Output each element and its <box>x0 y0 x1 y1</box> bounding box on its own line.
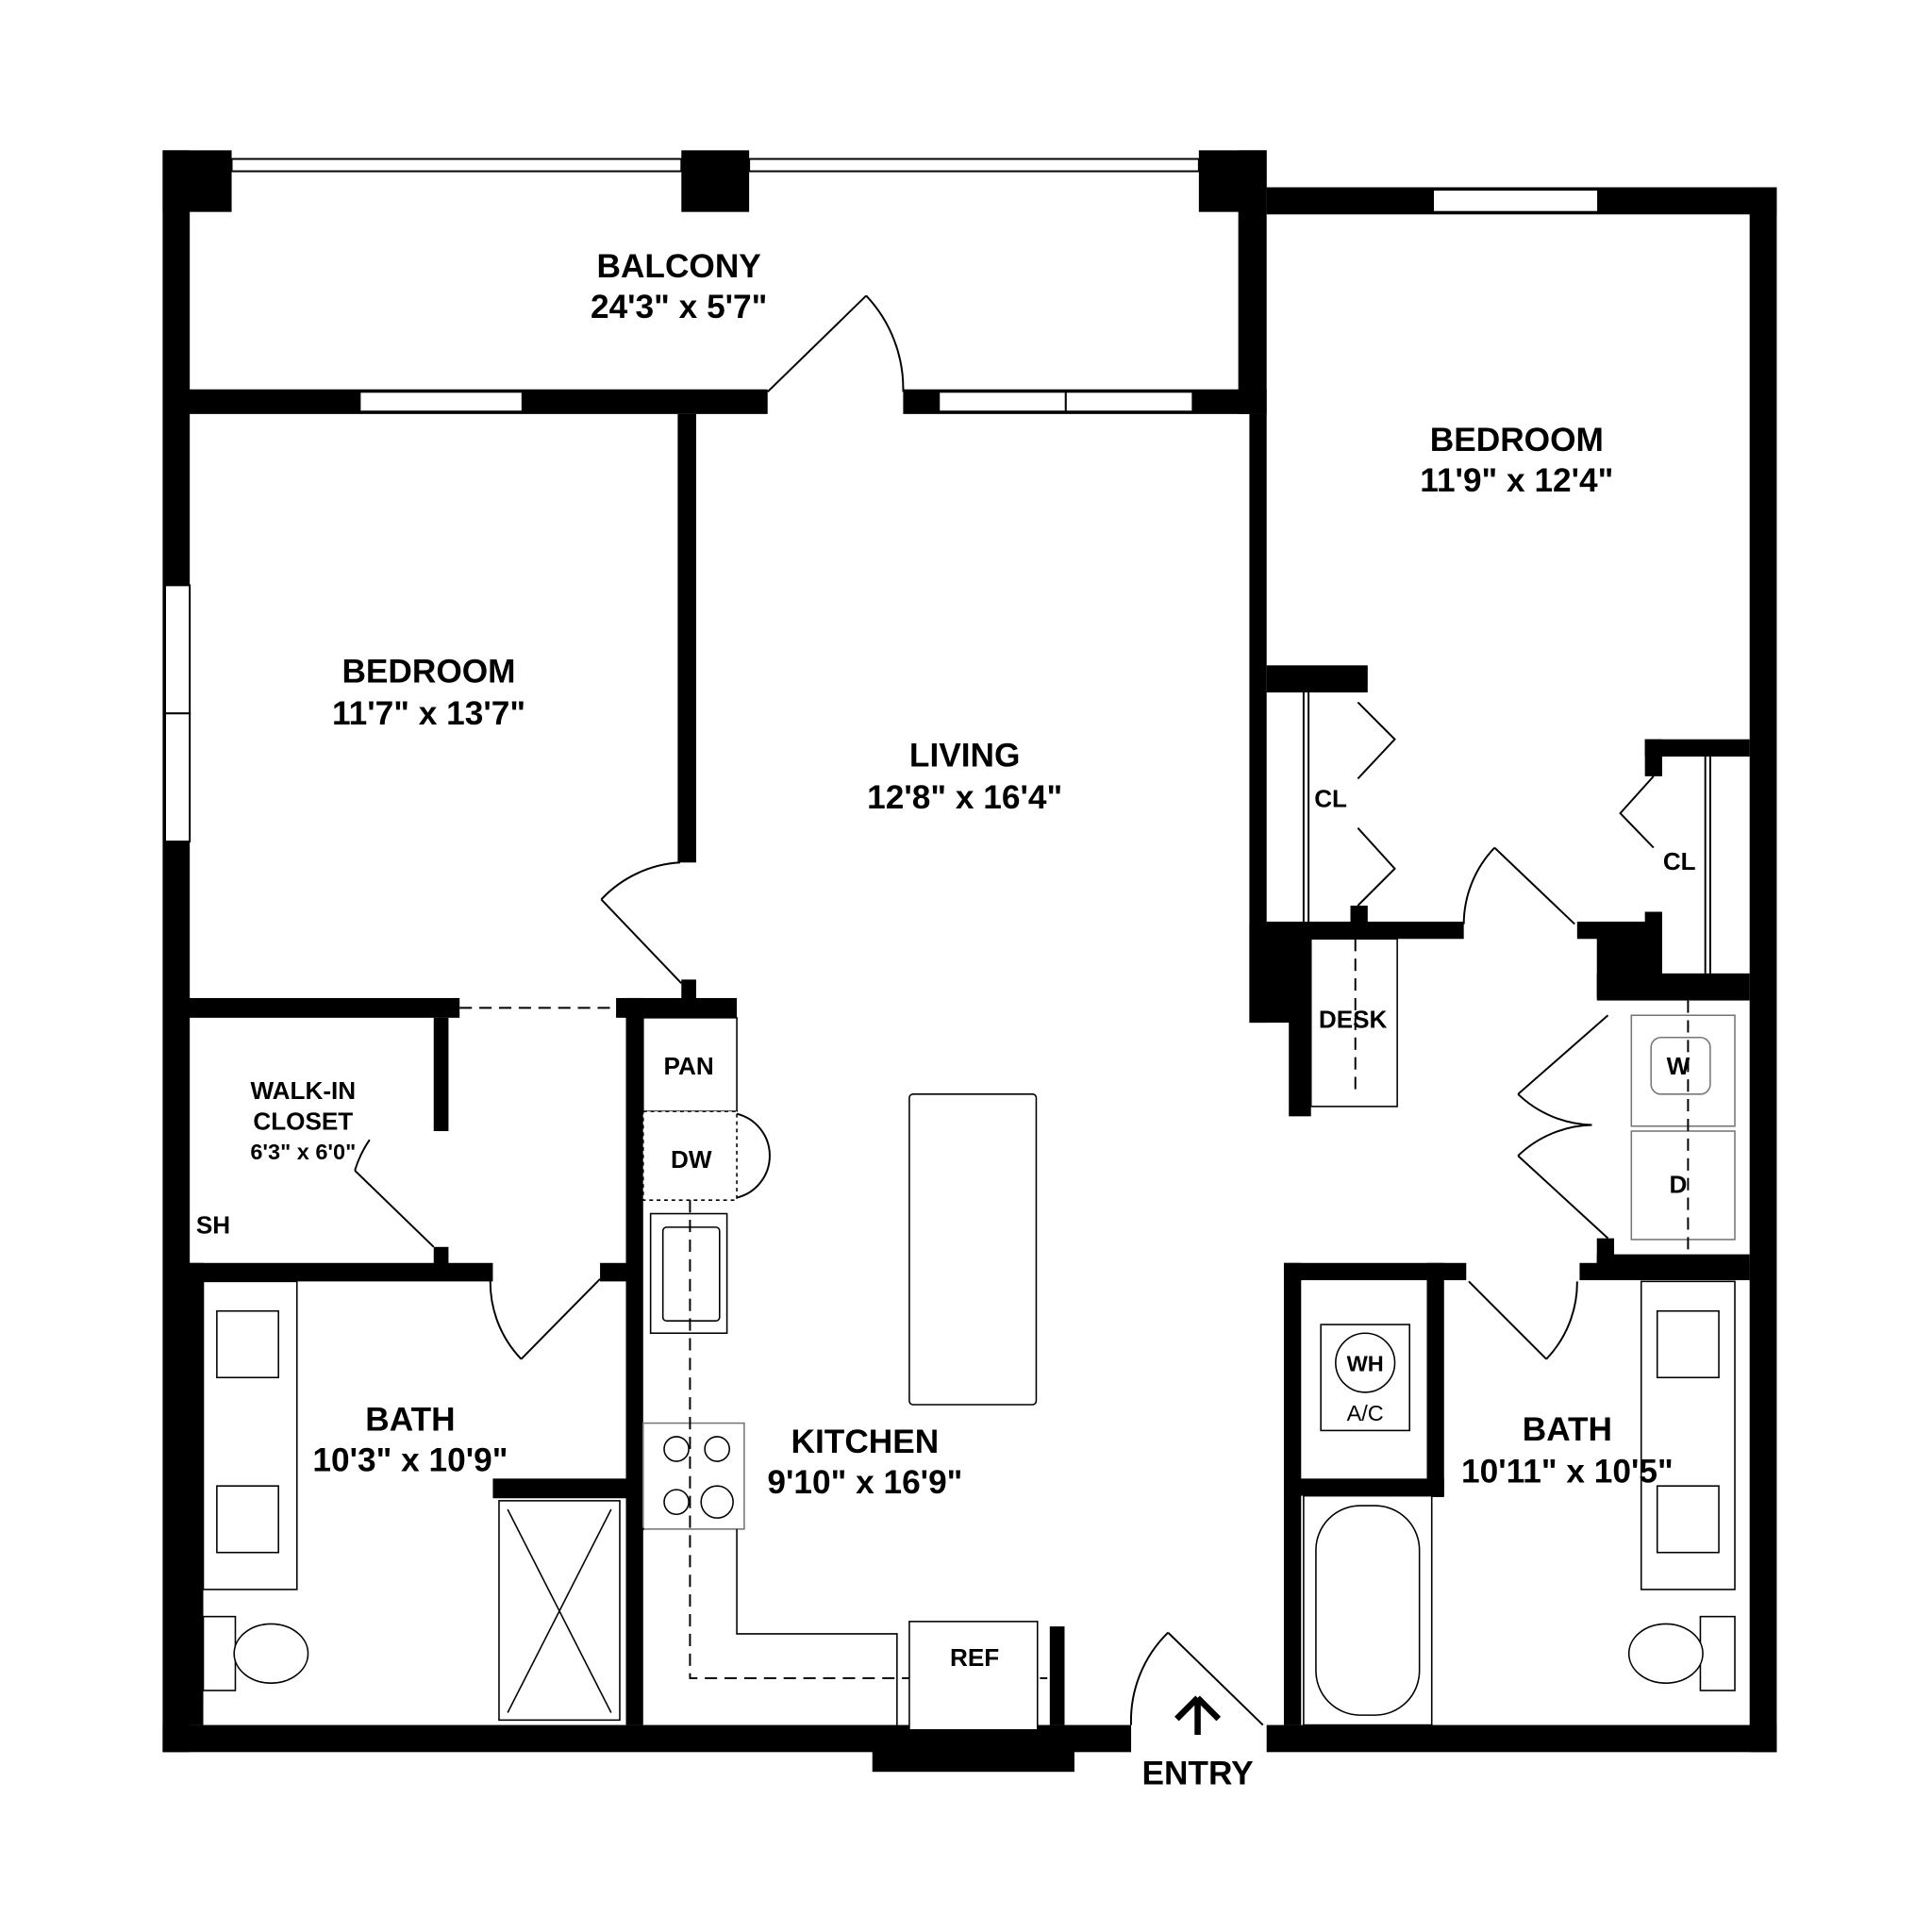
balcony-name: BALCONY <box>597 248 761 285</box>
bath-left-name: BATH <box>365 1401 455 1438</box>
water-heater-label: WH <box>1347 1352 1384 1376</box>
arrow-up-icon <box>1174 1695 1222 1736</box>
bath-left-size: 10'3" x 10'9" <box>312 1442 508 1479</box>
closet-name-2: CLOSET <box>253 1108 353 1136</box>
bedroom-left-size: 11'7" x 13'7" <box>332 695 525 732</box>
kitchen-name: KITCHEN <box>791 1424 940 1460</box>
bedroom-right-name: BEDROOM <box>1430 422 1604 458</box>
bath-right-name: BATH <box>1523 1411 1612 1448</box>
living-size: 12'8" x 16'4" <box>867 779 1062 816</box>
living-name: LIVING <box>909 737 1021 774</box>
kitchen-size: 9'10" x 16'9" <box>767 1464 962 1501</box>
dryer-label: D <box>1670 1170 1688 1198</box>
ac-label: A/C <box>1347 1401 1384 1425</box>
dishwasher-label: DW <box>671 1145 712 1174</box>
pantry-label: PAN <box>664 1052 714 1080</box>
refrigerator-label: REF <box>950 1643 999 1672</box>
bedroom-right-size: 11'9" x 12'4" <box>1420 462 1613 499</box>
doors <box>354 294 1655 1726</box>
entry-label: ENTRY <box>1141 1755 1253 1791</box>
closet-size: 6'3" x 6'0" <box>250 1140 356 1164</box>
closet-label: CL <box>1663 847 1696 875</box>
shelf-label: SH <box>196 1210 230 1239</box>
windows <box>164 158 1600 843</box>
bedroom-left-name: BEDROOM <box>341 654 515 691</box>
room-labels: BALCONY 24'3" x 5'7" BEDROOM 11'7" x 13'… <box>250 248 1673 1501</box>
fixtures <box>202 692 1736 1731</box>
balcony-size: 24'3" x 5'7" <box>591 289 767 325</box>
closet-label: CL <box>1314 785 1347 813</box>
bath-right-size: 10'11" x 10'5" <box>1461 1453 1674 1490</box>
fixture-labels: CL CL DESK W D WH A/C PAN DW REF SH <box>196 785 1696 1672</box>
closet-name-1: WALK-IN <box>250 1076 356 1105</box>
entry: ENTRY <box>1141 1695 1254 1791</box>
washer-label: W <box>1667 1052 1690 1080</box>
desk-label: DESK <box>1319 1005 1388 1033</box>
